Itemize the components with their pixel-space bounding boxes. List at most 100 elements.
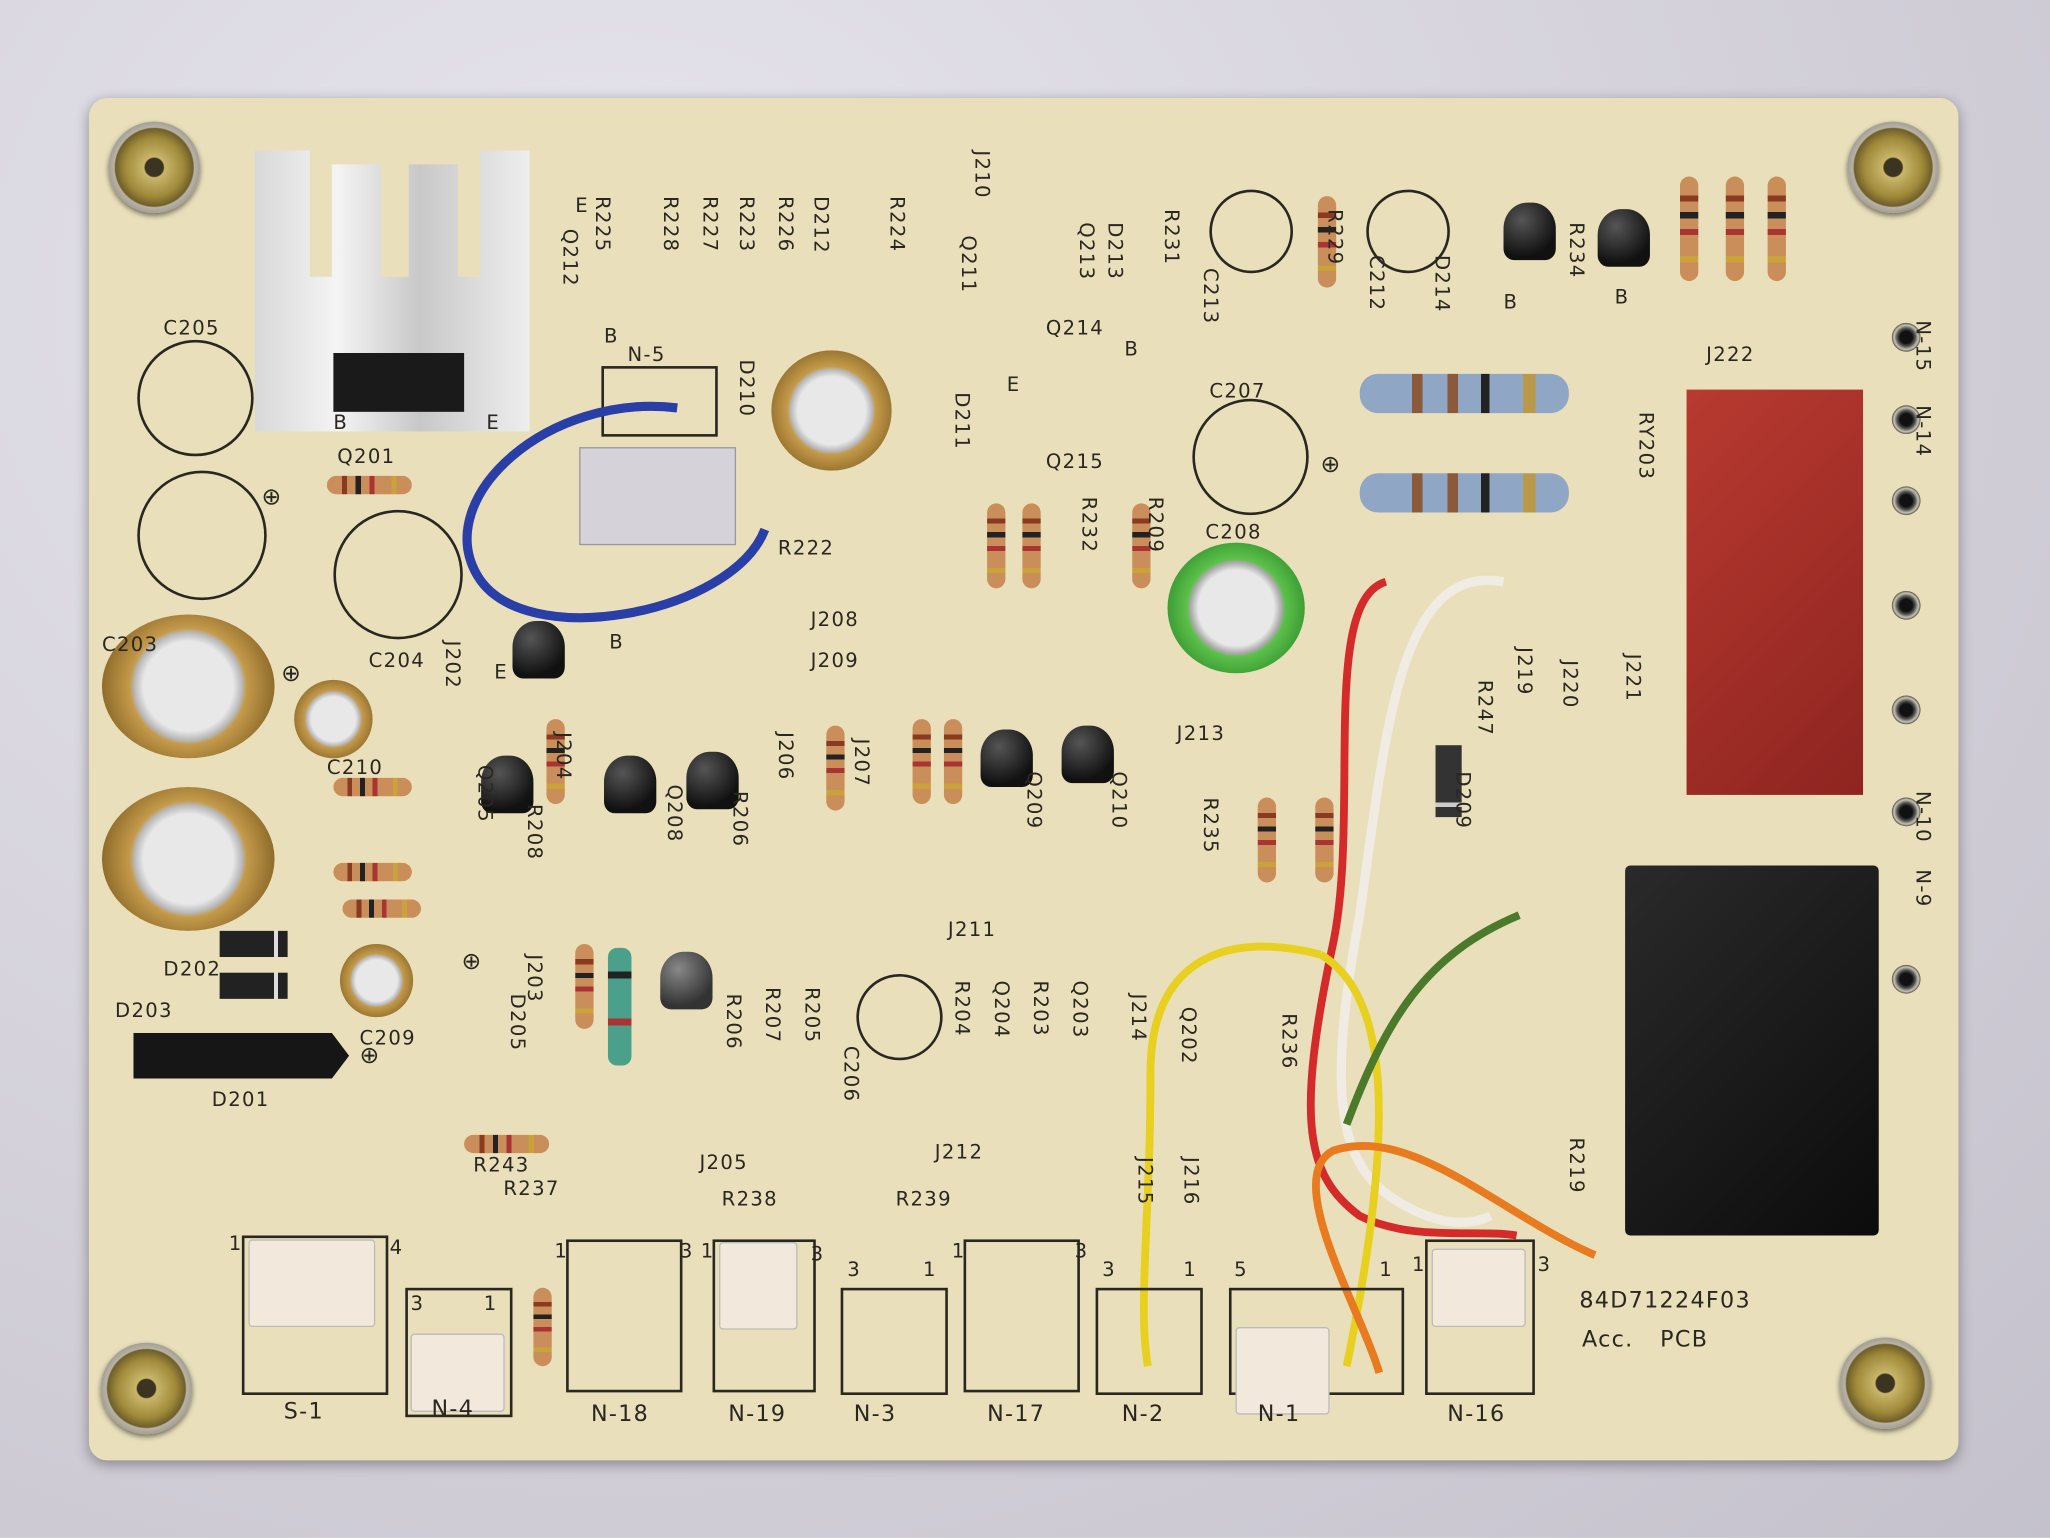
label-j210: J210 — [970, 150, 994, 199]
resistor — [1725, 176, 1745, 282]
label-c204: C204 — [368, 648, 426, 673]
connector-outline-n5 — [601, 366, 718, 437]
mounting-nut — [100, 1342, 193, 1435]
capacitor — [771, 350, 892, 471]
label-q211: Q211 — [957, 235, 981, 294]
diode-d203 — [219, 972, 288, 999]
capacitor-c203 — [101, 614, 275, 759]
label-d203: D203 — [115, 998, 173, 1023]
label-d202: D202 — [163, 957, 222, 981]
transistor-q209 — [980, 729, 1033, 788]
pin-number: 1 — [923, 1257, 937, 1282]
connector-outline-n19 — [712, 1239, 816, 1393]
label-r231: R231 — [1159, 209, 1184, 266]
connector-outline-n3 — [840, 1287, 948, 1395]
resistor — [575, 943, 594, 1029]
pin-number: 1 — [483, 1291, 498, 1316]
label-j215: J215 — [1133, 1157, 1158, 1206]
label-j205: J205 — [699, 1150, 748, 1175]
label-r206b: R206 — [728, 790, 752, 848]
label-r232: R232 — [1077, 496, 1101, 554]
connector-s1[interactable] — [248, 1239, 376, 1328]
resistor-green — [607, 947, 632, 1066]
connector-label: N-17 — [987, 1401, 1046, 1428]
transistor — [512, 621, 565, 679]
terminal-hole — [1891, 590, 1921, 620]
polarity-mark: ⊕ — [281, 660, 303, 688]
connector-n1[interactable] — [1235, 1327, 1330, 1415]
label-d213: D213 — [1103, 222, 1127, 281]
polarity-mark: ⊕ — [1320, 451, 1342, 479]
connector-label: N-4 — [431, 1396, 475, 1423]
capacitor — [101, 787, 275, 931]
resistor — [333, 777, 412, 797]
label-r209: R209 — [1143, 496, 1168, 554]
diode-d201 — [133, 1032, 350, 1079]
label-c213: C213 — [1198, 268, 1223, 325]
capacitor-outline — [137, 470, 267, 601]
connector-label: S-1 — [283, 1398, 324, 1426]
connector-n19[interactable] — [719, 1242, 798, 1330]
label-j220: J220 — [1558, 660, 1582, 709]
label-j204: J204 — [551, 732, 576, 781]
label-r219: R219 — [1564, 1137, 1589, 1194]
connector-outline-n18 — [566, 1239, 683, 1393]
connector-label: N-3 — [853, 1401, 897, 1428]
resistor — [533, 1287, 552, 1367]
label-j206: J206 — [773, 732, 798, 781]
pin-number: 3 — [810, 1242, 825, 1266]
connector-n4[interactable] — [410, 1333, 505, 1412]
pin-number: 1 — [700, 1239, 715, 1263]
pin-number: 1 — [951, 1239, 966, 1263]
label-n14: N-14 — [1911, 405, 1935, 458]
label-j219: J219 — [1512, 647, 1537, 696]
label-r205: R205 — [800, 987, 824, 1044]
label-r226: R226 — [773, 196, 798, 253]
connector-n16[interactable] — [1431, 1248, 1526, 1328]
resistor — [943, 719, 963, 805]
label-j216: J216 — [1179, 1157, 1203, 1206]
connector-label: N-2 — [1121, 1401, 1165, 1428]
connector-label: N-18 — [590, 1401, 650, 1428]
pin-number: 1 — [228, 1231, 243, 1256]
terminal-hole — [1891, 964, 1921, 994]
emitter-mark: E — [486, 410, 501, 435]
emitter-mark: E — [575, 193, 589, 218]
label-r204: R204 — [950, 980, 975, 1037]
resistor — [342, 899, 421, 918]
base-mark: B — [1503, 290, 1519, 314]
label-r239: R239 — [895, 1187, 952, 1211]
label-c205: C205 — [163, 316, 220, 340]
label-j213: J213 — [1176, 721, 1226, 746]
base-mark: B — [1614, 285, 1630, 309]
terminal-hole-n10 — [1891, 797, 1921, 827]
transistor — [604, 755, 657, 814]
label-q205: Q205 — [473, 764, 497, 823]
resistor — [1680, 176, 1699, 282]
capacitor-outline-c206 — [856, 974, 943, 1061]
pin-number: 5 — [1234, 1257, 1248, 1282]
label-q213: Q213 — [1074, 222, 1099, 281]
resistor — [1767, 176, 1786, 282]
label-q204: Q204 — [989, 980, 1014, 1039]
terminal-hole-n15 — [1891, 322, 1921, 352]
pin-number: 1 — [1183, 1257, 1197, 1282]
label-d214: D214 — [1430, 254, 1454, 313]
polarity-mark: ⊕ — [461, 947, 483, 976]
connector-label: N-19 — [728, 1401, 787, 1428]
cutout — [579, 447, 737, 546]
label-r208: R208 — [522, 804, 547, 861]
pin-number: 3 — [1074, 1239, 1089, 1263]
label-r237: R237 — [503, 1176, 560, 1201]
relay-black — [1625, 865, 1879, 1236]
connector-outline-n4 — [405, 1287, 513, 1418]
power-resistor — [1359, 473, 1569, 513]
label-r247: R247 — [1473, 679, 1497, 737]
label-q208: Q208 — [662, 784, 687, 843]
label-r238: R238 — [721, 1187, 778, 1211]
board-name: Acc. PCB — [1581, 1327, 1709, 1354]
capacitor-outline-c212 — [1366, 189, 1450, 274]
pin-number: 1 — [554, 1239, 569, 1263]
label-q212: Q212 — [558, 228, 582, 287]
